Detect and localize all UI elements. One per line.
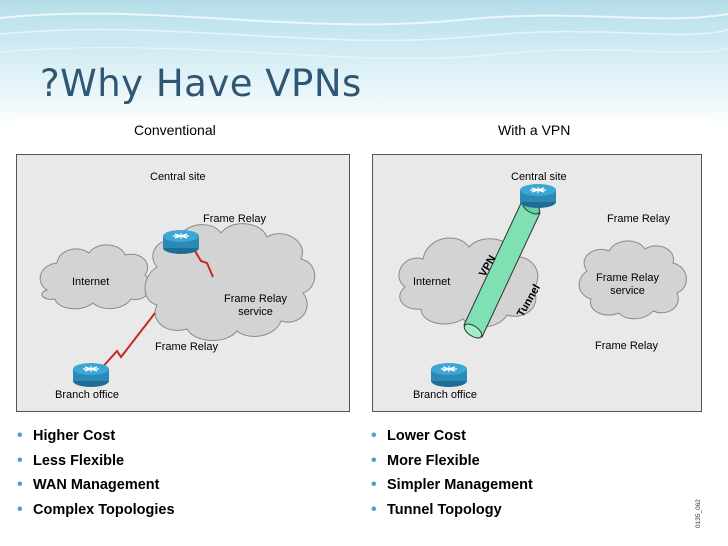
conventional-panel: Central site Frame Relay Internet Frame …: [16, 154, 350, 412]
figure-code-text: 0135_062: [695, 499, 702, 528]
bullet-item: Less Flexible: [16, 452, 175, 478]
bullet-item: WAN Management: [16, 476, 175, 502]
central-site-label: Central site: [150, 171, 206, 183]
frame-relay-label-top: Frame Relay: [607, 213, 670, 225]
internet-label: Internet: [413, 276, 451, 288]
frame-relay-service-line-2: service: [610, 284, 645, 297]
frame-relay-service-label: Frame Relay service: [224, 293, 287, 318]
frame-relay-service-line-1: Frame Relay: [596, 272, 659, 284]
vpn-panel: Central site Frame Relay Internet VPN Tu…: [372, 154, 702, 412]
branch-office-label: Branch office: [55, 389, 120, 401]
frame-relay-label-top: Frame Relay: [203, 213, 266, 225]
frame-relay-label-bottom: Frame Relay: [595, 340, 658, 352]
bullet-item: Complex Topologies: [16, 501, 175, 527]
central-site-label: Central site: [511, 171, 567, 183]
central-site-router-icon: [520, 184, 556, 208]
internet-label: Internet: [72, 276, 110, 288]
vpn-heading: With a VPN: [498, 122, 571, 138]
vpn-network-diagram: [398, 184, 687, 387]
branch-office-label: Branch office: [413, 389, 478, 401]
bullet-item: Lower Cost: [370, 427, 533, 453]
vpn-comparison-figure: Conventional: [16, 116, 712, 544]
page-title: ?Why Have VPNs: [40, 62, 362, 105]
frame-relay-service-line-1: Frame Relay: [224, 293, 287, 305]
figure-code: 0135_062: [695, 499, 702, 528]
bullet-item: More Flexible: [370, 452, 533, 478]
frame-relay-label-bottom: Frame Relay: [155, 341, 218, 353]
conventional-bullet-list: Higher Cost Less Flexible WAN Management…: [16, 427, 175, 527]
frame-relay-service-label: Frame Relay service: [596, 272, 659, 297]
internet-cloud-icon: [39, 244, 151, 310]
central-site-router-icon: [163, 230, 199, 254]
frame-relay-cloud-icon: [578, 240, 687, 320]
bullet-item: Simpler Management: [370, 476, 533, 502]
bullet-item: Tunnel Topology: [370, 501, 533, 527]
frame-relay-service-line-2: service: [238, 305, 273, 318]
branch-office-router-icon: [73, 363, 109, 387]
conventional-heading: Conventional: [134, 122, 216, 138]
header-banner: [0, 0, 728, 130]
frame-relay-link-bottom: [98, 312, 156, 372]
frame-relay-link-top: [194, 250, 214, 278]
conventional-network-diagram: [39, 223, 316, 387]
branch-office-router-icon: [431, 363, 467, 387]
banner-wave-decoration: [0, 12, 728, 59]
vpn-bullet-list: Lower Cost More Flexible Simpler Managem…: [370, 427, 533, 527]
bullet-item: Higher Cost: [16, 427, 175, 453]
